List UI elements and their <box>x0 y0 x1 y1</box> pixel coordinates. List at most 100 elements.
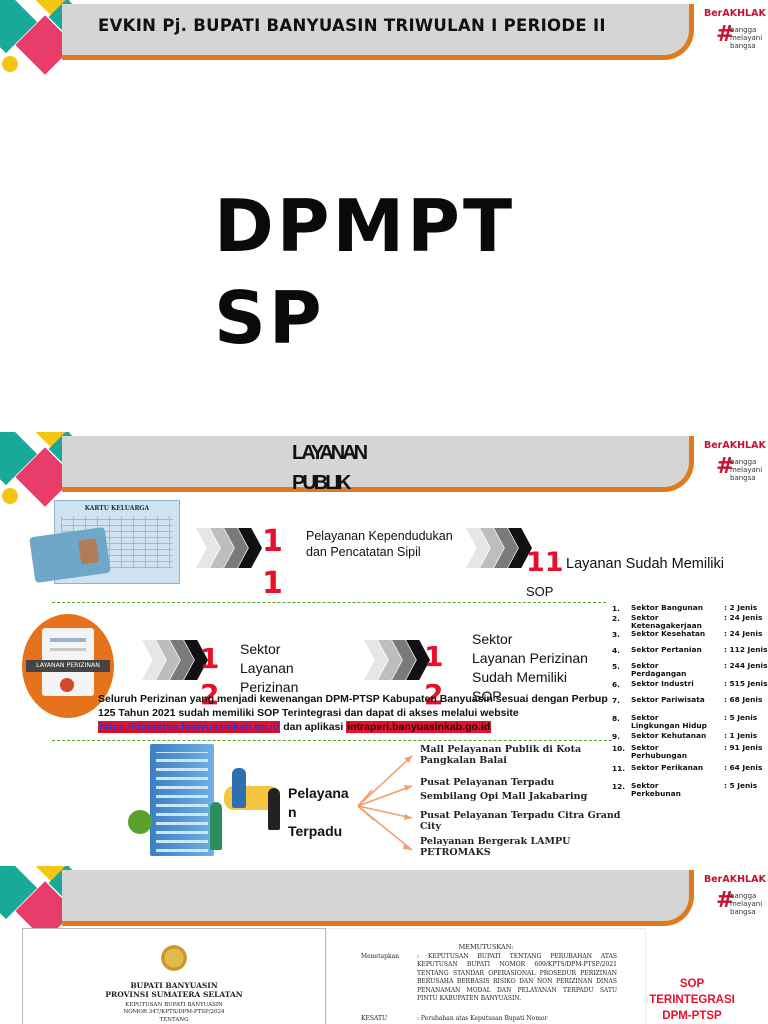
sector-label: Sektor Pertanian <box>631 645 702 654</box>
doc-subtitle: PROVINSI SUMATERA SELATAN <box>105 990 243 999</box>
sector-row: 1.Sektor Bangunan: 2 Jenis <box>608 604 768 620</box>
sector-label: Sektor Industri <box>631 679 694 688</box>
sector-row: 6. Sektor Industri : 515 Jenis <box>608 680 768 696</box>
sector-number: 8. <box>612 714 620 723</box>
perizinan-paragraph: Seluruh Perizinan yang menjadi kewenanga… <box>98 693 608 733</box>
sector-row: 7.Sektor Pariwisata: 68 Jenis <box>608 696 768 712</box>
layanan-perizinan-icon: LAYANAN PERIZINAN <box>22 614 114 718</box>
divider-bottom <box>52 740 612 741</box>
sector-value: : 91 Jenis <box>724 743 763 752</box>
sector-label: Sektor Kesehatan <box>631 629 706 638</box>
row2-count-d: 2 <box>424 678 444 711</box>
doc-kesatu-text: : Perubahan atas Keputusan Bupati Nomor <box>417 1015 548 1022</box>
sector-number: 3. <box>612 630 620 639</box>
doc-tentang: TENTANG <box>159 1017 189 1023</box>
berakhlak-text: BerAKHLAK <box>704 8 766 19</box>
sector-label: Sektor Perdagangan <box>631 661 687 678</box>
intraperi-link[interactable]: intraperi.banyuasinkab.go.id <box>346 721 492 733</box>
header-title: LAYANAN PUBLIK <box>292 438 368 498</box>
row1-count-a: 1 <box>262 524 283 559</box>
row1-sop-count: 11 <box>526 547 564 578</box>
header-title-line1: LAYANAN <box>292 442 368 464</box>
header-title-line2: PUBLIK <box>292 472 351 494</box>
header-accent <box>62 436 694 492</box>
row1-sop-text: Layanan Sudah Memiliki <box>566 556 724 572</box>
hashtag-icon: # <box>716 888 735 913</box>
row2-count-c: 1 <box>424 640 444 673</box>
sector-row: 9.Sektor Kehutanan: 1 Jenis <box>608 732 768 748</box>
decree-document-page2: MEMUTUSKAN: Menetapkan : KEPUTUSAN BUPAT… <box>326 928 646 1024</box>
sector-row: 12. Sektor Perkebunan : 5 Jenis <box>608 782 768 798</box>
sector-value: : 244 Jenis <box>724 661 768 670</box>
sector-label: Sektor Perkebunan <box>631 781 681 798</box>
doc-number: NOMOR 347/KPTS/DPM-PTSP/2024 <box>123 1009 225 1015</box>
chevron-arrows-icon <box>196 528 262 568</box>
berakhlak-text: BerAKHLAK <box>704 874 766 885</box>
row1-sop-word: SOP <box>526 584 554 599</box>
sector-label: Sektor Bangunan <box>631 603 704 612</box>
hashtag-icon: # <box>716 454 735 479</box>
branch-item: Pusat Pelayanan Terpadu Sembilang Opi Ma… <box>420 777 588 802</box>
sector-number: 7. <box>612 696 620 705</box>
main-title-line2: SP <box>214 276 325 360</box>
sector-number: 9. <box>612 732 620 741</box>
sector-value: : 68 Jenis <box>724 695 763 704</box>
layanan-perizinan-label: LAYANAN PERIZINAN <box>26 660 110 672</box>
doc-kesatu: KESATU <box>361 1015 388 1022</box>
branch-item: Pelayanan Bergerak LAMPU PETROMAKS <box>420 836 571 858</box>
main-title-line1: DPMPT <box>214 184 516 268</box>
website-link[interactable]: https://dpmptsp.banyuasinkab.go.id <box>98 721 281 733</box>
sector-row: 5. Sektor Perdagangan : 244 Jenis <box>608 662 768 678</box>
header-title: EVKIN Pj. BUPATI BANYUASIN TRIWULAN I PE… <box>98 16 606 35</box>
sector-value: : 5 Jenis <box>724 781 758 790</box>
row2-count-a: 1 <box>200 642 220 675</box>
chevron-arrows-icon <box>142 640 208 680</box>
building-illustration <box>128 744 288 862</box>
doc-menetapkan-text: : KEPUTUSAN BUPATI TENTANG PERUBAHAN ATA… <box>417 953 617 1003</box>
row1-count-b: 1 <box>262 566 283 601</box>
hashtag-icon: # <box>716 22 735 47</box>
sector-number: 12. <box>612 782 626 791</box>
sector-value: : 5 Jenis <box>724 713 758 722</box>
sector-number: 10. <box>612 744 626 753</box>
row1-label: Pelayanan Kependudukan dan Pencatatan Si… <box>306 529 453 559</box>
sector-row: 4.Sektor Pertanian: 112 Jenis <box>608 646 768 662</box>
sector-label: Sektor Ketenagakerjaan <box>631 613 702 630</box>
branch-item: Pusat Pelayanan Terpadu Citra Grand City <box>420 810 621 832</box>
sector-row: 3. Sektor Kesehatan : 24 Jenis <box>608 630 768 646</box>
sector-value: : 24 Jenis <box>724 629 763 638</box>
header-bar <box>62 4 690 56</box>
doc-title: BUPATI BANYUASIN <box>130 981 218 990</box>
sector-row: 11.Sektor Perikanan: 64 Jenis <box>608 764 768 780</box>
decor-dot-yellow <box>2 488 18 504</box>
row2-count-b: 2 <box>200 678 220 711</box>
divider-top <box>52 602 606 603</box>
sector-value: : 24 Jenis <box>724 613 763 622</box>
sector-row: 10.Sektor Perhubungan: 91 Jenis <box>608 744 768 760</box>
sector-label: Sektor Lingkungan Hidup <box>631 713 707 730</box>
sector-number: 5. <box>612 662 620 671</box>
sector-label: Sektor Kehutanan <box>631 731 707 740</box>
sector-value: : 515 Jenis <box>724 679 768 688</box>
header-accent <box>62 4 694 60</box>
sector-value: : 64 Jenis <box>724 763 763 772</box>
sector-value: : 2 Jenis <box>724 603 758 612</box>
chevron-arrows-icon <box>466 528 532 568</box>
chevron-arrows-icon <box>364 640 430 680</box>
main-title: DPMPT SP <box>214 180 515 364</box>
kartu-keluarga-image: KARTU KELUARGA <box>54 500 180 584</box>
header-bar <box>62 436 690 488</box>
doc-memutuskan: MEMUTUSKAN: <box>458 943 514 951</box>
branch-arrows-icon <box>357 755 413 851</box>
sector-number: 6. <box>612 680 620 689</box>
